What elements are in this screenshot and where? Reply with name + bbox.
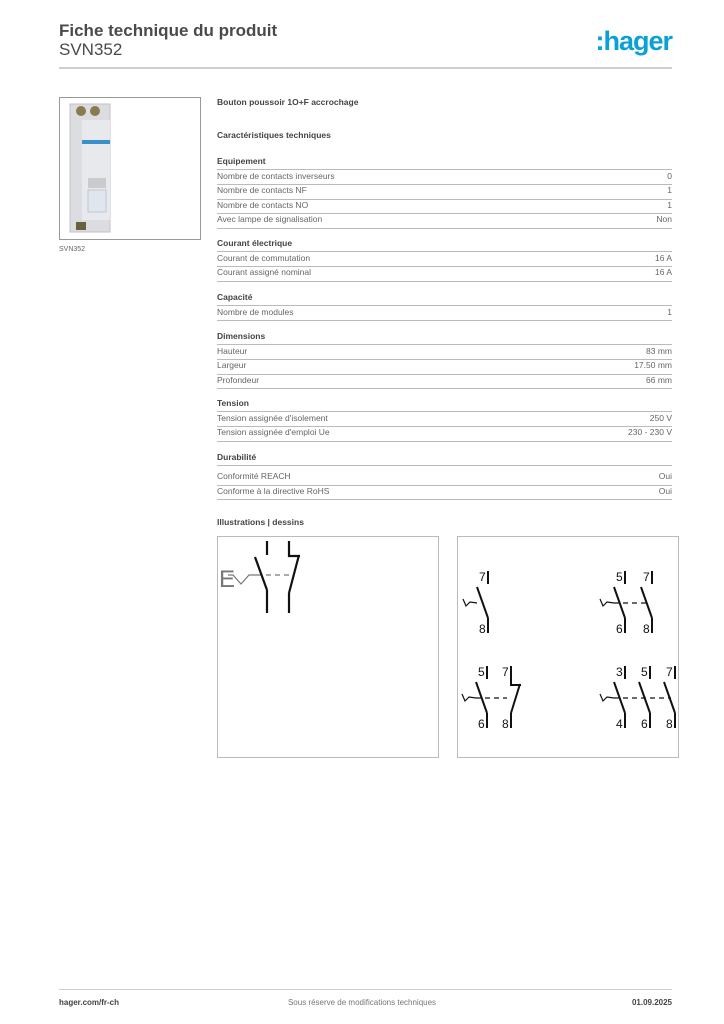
actuator-icon xyxy=(461,693,477,703)
page-title: Fiche technique du produit xyxy=(59,21,278,40)
terminal-label: 5 xyxy=(478,665,485,679)
header-divider xyxy=(59,67,672,69)
spec-value: 16 A xyxy=(654,252,672,263)
spec-value: 1 xyxy=(667,199,672,210)
spec-row: Conforme à la directive RoHS Oui xyxy=(217,486,672,501)
product-image-caption: SVN352 xyxy=(59,246,86,253)
spec-row: Nombre de contacts NO 1 xyxy=(217,200,672,215)
spec-row: Courant de commutation 16 A xyxy=(217,252,672,267)
terminal-label: 7 xyxy=(479,570,486,584)
spec-label: Courant assigné nominal xyxy=(217,267,312,278)
spec-value: Oui xyxy=(658,471,672,481)
terminal-label: 6 xyxy=(641,717,648,731)
spec-label: Tension assignée d'emploi Ue xyxy=(217,427,330,438)
terminal-label: 3 xyxy=(616,665,623,679)
spec-value: 66 mm xyxy=(646,374,672,385)
footer-date: 01.09.2025 xyxy=(631,998,672,1007)
terminal-label: 5 xyxy=(616,570,623,584)
spec-row: Nombre de contacts NF 1 xyxy=(217,185,672,200)
section-title: Capacité xyxy=(217,292,672,306)
spec-value: 0 xyxy=(667,170,672,181)
spec-row: Profondeur 66 mm xyxy=(217,375,672,390)
terminal-label: 7 xyxy=(502,665,509,679)
spec-row: Nombre de modules 1 xyxy=(217,306,672,321)
spec-label: Conformité REACH xyxy=(217,471,291,481)
spec-label: Nombre de contacts NO xyxy=(217,199,309,210)
spec-value: 16 A xyxy=(654,267,672,278)
spec-row: Nombre de contacts inverseurs 0 xyxy=(217,170,672,185)
spec-value: 17.50 mm xyxy=(634,360,672,371)
section-title: Dimensions xyxy=(217,331,672,345)
spec-label: Nombre de contacts NF xyxy=(217,185,307,196)
spec-row: Hauteur 83 mm xyxy=(217,345,672,360)
actuator-icon xyxy=(599,693,615,703)
spec-row: Conformité REACH Oui xyxy=(217,471,672,486)
wiring-symbol-box: E xyxy=(217,536,439,758)
spec-row: Courant assigné nominal 16 A xyxy=(217,267,672,282)
contact-diagrams-box: 7 8 5 6 7 8 5 6 7 8 3 4 5 6 7 8 xyxy=(457,536,679,758)
product-name: Bouton poussoir 1O+F accrochage xyxy=(217,97,359,107)
footer-website-link[interactable]: hager.com/fr-ch xyxy=(59,998,120,1007)
illustrations-heading: Illustrations | dessins xyxy=(217,517,304,527)
spec-row: Tension assignée d'emploi Ue 230 - 230 V xyxy=(217,427,672,442)
actuator-icon xyxy=(462,598,478,608)
spec-value: 83 mm xyxy=(646,345,672,356)
spec-value: 1 xyxy=(667,306,672,317)
terminal-label: 7 xyxy=(643,570,650,584)
spec-label: Nombre de modules xyxy=(217,306,294,317)
actuator-label: E xyxy=(219,566,235,593)
actuator-icon xyxy=(599,598,615,608)
hager-logo: :hager xyxy=(595,26,673,56)
spec-value: Non xyxy=(656,214,672,225)
spec-value: 250 V xyxy=(649,412,672,423)
product-image xyxy=(59,97,201,240)
spec-row: Tension assignée d'isolement 250 V xyxy=(217,412,672,427)
terminal-label: 8 xyxy=(502,717,509,731)
product-reference: SVN352 xyxy=(59,40,123,59)
spec-label: Hauteur xyxy=(217,345,248,356)
spec-row: Largeur 17.50 mm xyxy=(217,360,672,375)
terminal-label: 8 xyxy=(479,622,486,636)
spec-label: Profondeur xyxy=(217,374,260,385)
spec-label: Courant de commutation xyxy=(217,252,311,263)
terminal-label: 5 xyxy=(641,665,648,679)
section-title: Equipement xyxy=(217,156,672,170)
spec-value: 230 - 230 V xyxy=(628,427,672,438)
section-title: Durabilité xyxy=(217,452,672,466)
section-title: Tension xyxy=(217,398,672,412)
contact-diagrams: 7 8 5 6 7 8 5 6 7 8 3 4 5 6 7 8 xyxy=(461,570,676,731)
spec-label: Nombre de contacts inverseurs xyxy=(217,170,335,181)
spec-label: Tension assignée d'isolement xyxy=(217,412,328,423)
terminal-label: 8 xyxy=(666,717,673,731)
switch-symbol-diagram: E xyxy=(219,541,301,613)
terminal-label: 8 xyxy=(643,622,650,636)
spec-label: Avec lampe de signalisation xyxy=(217,214,323,225)
spec-row: Avec lampe de signalisation Non xyxy=(217,214,672,229)
footer-divider xyxy=(59,989,672,990)
spec-heading: Caractéristiques techniques xyxy=(217,130,331,140)
terminal-label: 7 xyxy=(666,665,673,679)
section-title: Courant électrique xyxy=(217,238,672,252)
spec-label: Conforme à la directive RoHS xyxy=(217,485,330,496)
footer-disclaimer: Sous réserve de modifications techniques xyxy=(287,998,437,1007)
terminal-label: 6 xyxy=(616,622,623,636)
spec-value: Oui xyxy=(658,485,672,496)
spec-value: 1 xyxy=(667,185,672,196)
terminal-label: 4 xyxy=(616,717,623,731)
terminal-label: 6 xyxy=(478,717,485,731)
spec-label: Largeur xyxy=(217,360,247,371)
